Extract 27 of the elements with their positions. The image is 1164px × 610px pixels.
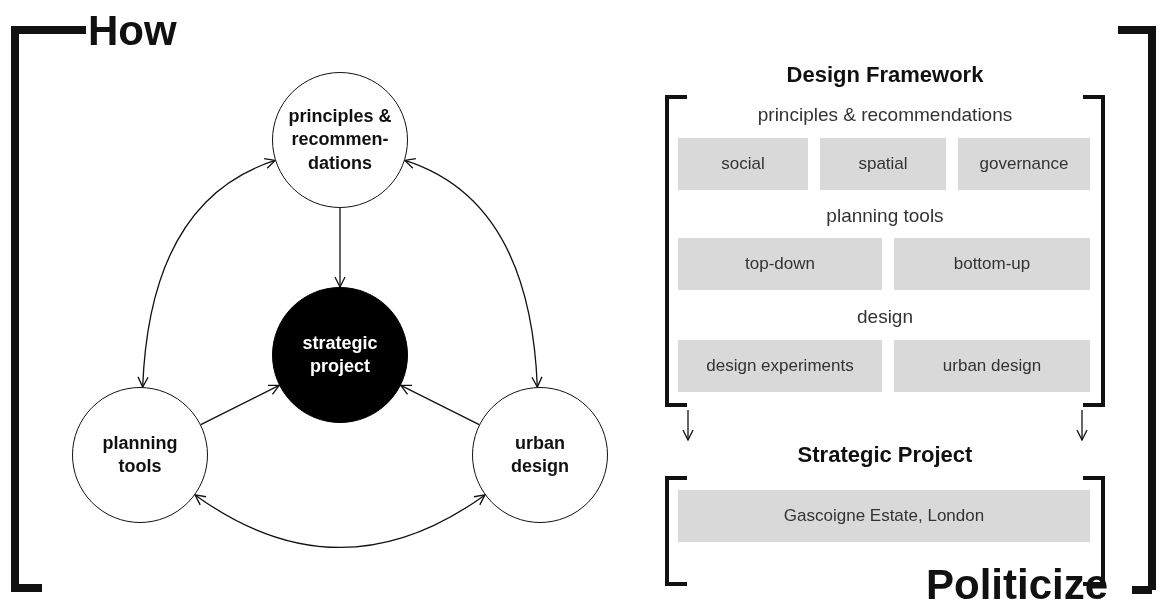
- category-box: governance: [958, 138, 1090, 190]
- category-box: bottom-up: [894, 238, 1090, 290]
- category-box: urban design: [894, 340, 1090, 392]
- section-heading: planning tools: [825, 205, 945, 227]
- circle-node: principles & recommen-dations: [272, 72, 408, 208]
- arrow: [682, 409, 694, 441]
- group-heading: Strategic Project: [796, 442, 974, 468]
- group-heading: Design Framework: [785, 62, 985, 88]
- circle-node: urban design: [472, 387, 608, 523]
- title-word: Politicize: [926, 564, 1109, 606]
- arrow: [334, 207, 346, 288]
- category-box: design experiments: [678, 340, 882, 392]
- category-box: Gascoigne Estate, London: [678, 490, 1090, 542]
- section-heading: design: [856, 306, 914, 328]
- arrow: [404, 158, 543, 388]
- arrow: [1076, 409, 1088, 441]
- category-box: social: [678, 138, 808, 190]
- circle-node: planning tools: [72, 387, 208, 523]
- arrow: [200, 384, 280, 426]
- title-word: How: [88, 10, 177, 52]
- category-box: top-down: [678, 238, 882, 290]
- arrow: [194, 494, 486, 549]
- arrow: [400, 384, 480, 426]
- section-heading: principles & recommendations: [756, 104, 1014, 126]
- filled-circle-node: strategic project: [272, 287, 408, 423]
- arrow: [137, 158, 276, 388]
- category-box: spatial: [820, 138, 946, 190]
